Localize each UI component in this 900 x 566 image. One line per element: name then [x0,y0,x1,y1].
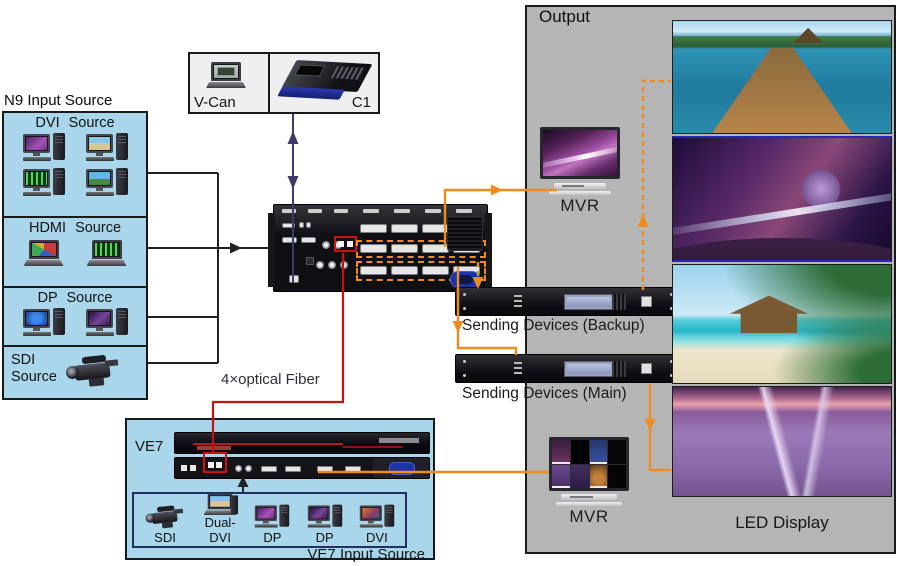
section-title: HDMI Source [28,220,122,236]
bnc-port [245,465,252,472]
desktop-pc-icon [85,308,128,339]
monitor-base [549,191,611,195]
desktop-pc-icon [85,168,128,199]
laptop-icon [203,493,239,515]
dvi-port [391,244,418,253]
dvi-port [261,466,277,472]
desktop-pc-icon [307,504,342,530]
sdi-source-section: SDI Source [4,345,146,396]
dvi-port [360,266,387,275]
ve7-optical-ports-highlight [203,452,227,473]
camcorder-icon [64,353,122,389]
desktop-pc-icon [359,504,395,530]
dvi-port [391,266,418,275]
c1-label: C1 [351,94,371,111]
dvi-port [391,224,418,233]
dvi-source-section: DVI Source [4,113,146,216]
laptop-icon [86,240,127,266]
bnc-port [235,465,242,472]
video-processor [268,197,492,295]
monitor-frame [549,437,629,491]
c1-cell: C1 [270,54,378,112]
power-inlet [450,271,480,288]
ve7-input-item-dvi: DVI [351,498,403,545]
hdmi-source-section: HDMI Source [4,216,146,286]
sending-device-backup [455,287,681,316]
mvr-top-label: MVR [560,196,600,215]
sending-main-label: Sending Devices (Main) [462,385,627,402]
desktop-pc-icon [22,133,65,164]
dvi-port [285,466,301,472]
ve7-input-item-dp1: DP [246,498,298,545]
monitor-stand [554,183,606,189]
fiber-label: 4×optical Fiber [221,371,320,388]
desktop-pc-icon [255,504,290,530]
dvi-port [317,466,333,472]
power-inlet [389,462,415,475]
device-lcd [564,294,614,310]
laptop-icon [23,240,64,266]
laptop-icon [206,62,246,88]
dvi-port [360,224,387,233]
section-title: DVI Source [35,115,115,131]
optical-ports-highlight [334,236,357,252]
camcorder-icon [144,504,186,530]
section-title: SDI Source [11,352,57,385]
led-display-image-4 [672,386,892,497]
vcan-c1-box: V-Can C1 [188,52,380,114]
mvr-monitor-bottom [549,437,629,491]
device-lcd [564,361,614,377]
desktop-pc-icon [85,133,128,164]
backup-output-highlight [356,240,486,258]
dvi-port [422,224,449,233]
mvr-monitor-top [540,127,620,179]
bnc-port [340,261,348,269]
vcan-label: V-Can [194,94,236,111]
monitor-stand [561,494,617,500]
dvi-port [422,266,449,275]
ve7-input-item-dp2: DP [299,498,351,545]
ve7-input-source-label: VE7 Input Source [307,546,425,563]
led-display-image-2 [672,136,892,262]
led-display-image-3 [672,264,892,384]
dvi-port [360,244,387,253]
dp-source-section: DP Source [4,286,146,345]
output-title: Output [539,7,591,26]
sending-backup-label: Sending Devices (Backup) [462,317,645,334]
ve7-panel: VE7 SDI Dual-DVI DP [125,418,435,563]
bnc-port [322,241,330,249]
multiviewer-screen [552,440,626,488]
usb-control-port [289,275,299,283]
vcan-cell: V-Can [190,54,270,112]
monitor-base [556,502,622,506]
section-title: DP Source [37,290,113,306]
monitor-screen [543,130,617,176]
fan-grille [447,216,483,251]
ve7-input-item-sdi: SDI [136,498,194,545]
ve7-input-source-box: SDI Dual-DVI DP DP DVI [132,492,407,548]
n9-input-source-title: N9 Input Source [4,92,113,109]
ve7-front-device [174,432,430,454]
led-display-label: LED Display [735,513,829,532]
ve7-input-item-dual-dvi: Dual-DVI [194,483,246,545]
n9-input-source-panel: DVI Source HDMI Source DP Source [2,111,148,400]
desktop-pc-icon [22,308,65,339]
led-display-image-1 [672,20,892,134]
hdmi-port [282,223,295,228]
ve7-title: VE7 [135,438,164,455]
dvi-port [345,466,361,472]
sending-device-main [455,354,681,383]
bnc-port [328,261,336,269]
mvr-bottom-label: MVR [569,507,609,526]
bnc-port [316,261,324,269]
monitor-frame [540,127,620,179]
desktop-pc-icon [22,168,65,199]
